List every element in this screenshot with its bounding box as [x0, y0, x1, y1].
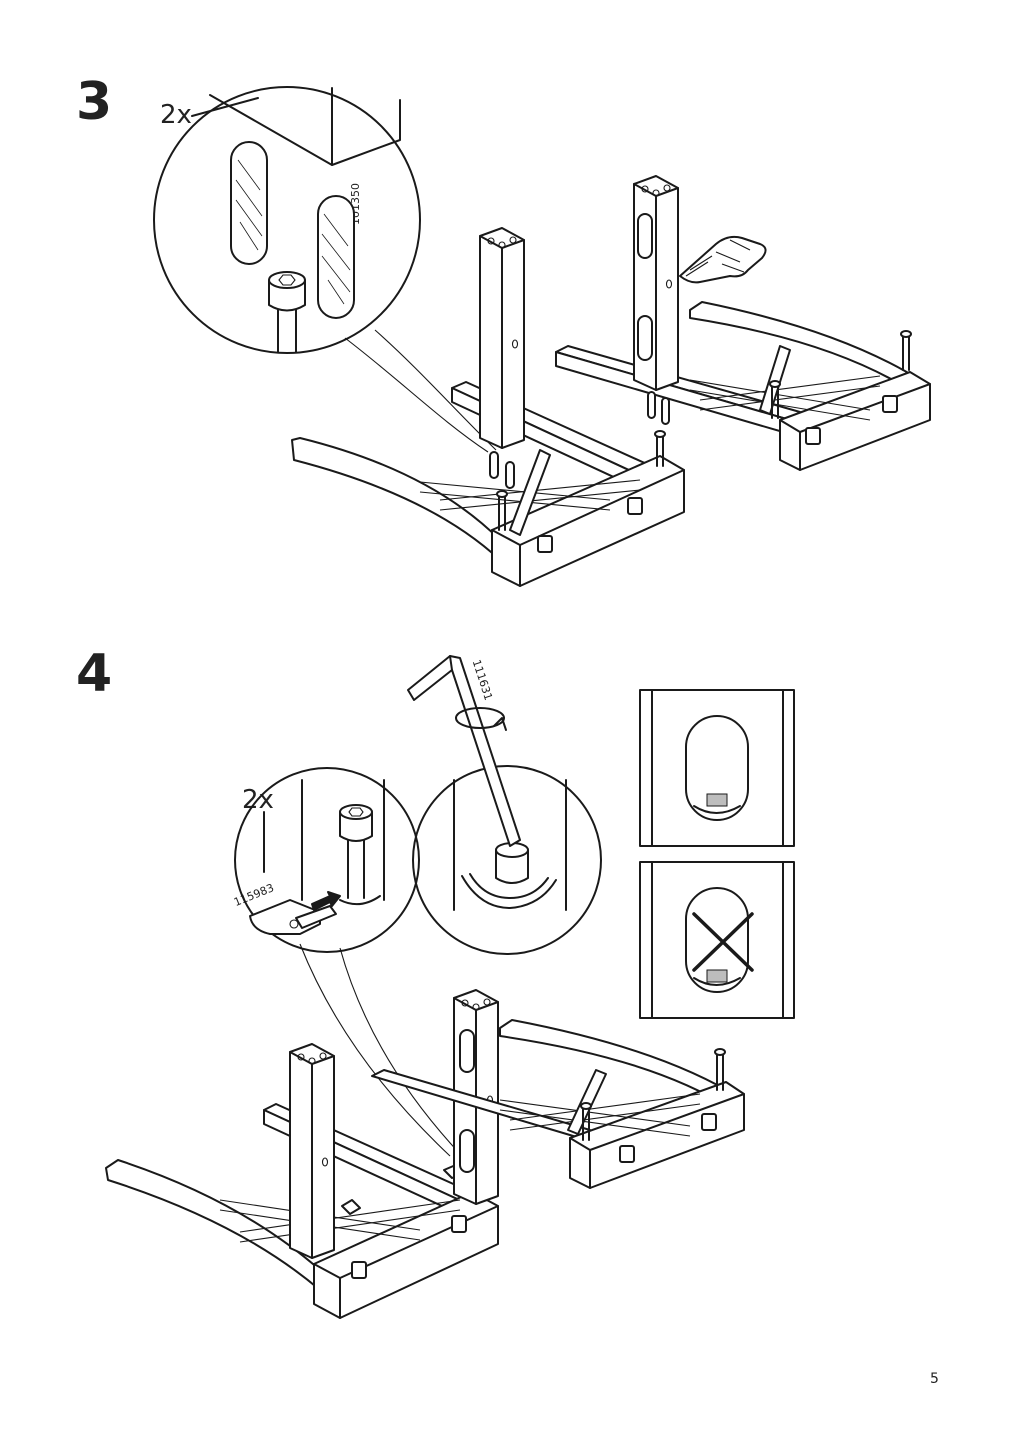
step-3-right-leg: [633, 175, 679, 425]
step-3-detail-callout: [153, 86, 497, 453]
step-3-right-frame: [555, 301, 931, 471]
bolt-icon: [268, 271, 306, 353]
step-3-number: 3: [76, 72, 113, 132]
step-4-detail-callout-1: [234, 767, 463, 1157]
hand-pointing-icon: [679, 235, 767, 284]
step-3-left-leg: [479, 227, 525, 449]
step-4-detail-callout-2: [412, 765, 602, 955]
bolt-icon: [339, 804, 373, 899]
dowel-icon: [317, 195, 355, 319]
step-4-correct-panel: [639, 689, 795, 847]
dowel-icon: [230, 141, 268, 265]
step-4-front-leg-left: [289, 1043, 335, 1259]
step-3-quantity: 2x: [160, 100, 192, 130]
step-4-incorrect-panel: [639, 861, 795, 1019]
step-4-rear-frame: [371, 1019, 745, 1189]
page-number: 5: [930, 1371, 939, 1387]
barrel-nut-icon: [249, 899, 337, 935]
step-4-number: 4: [76, 644, 113, 704]
allen-key-icon: [407, 655, 521, 847]
cross-icon: [692, 912, 754, 972]
